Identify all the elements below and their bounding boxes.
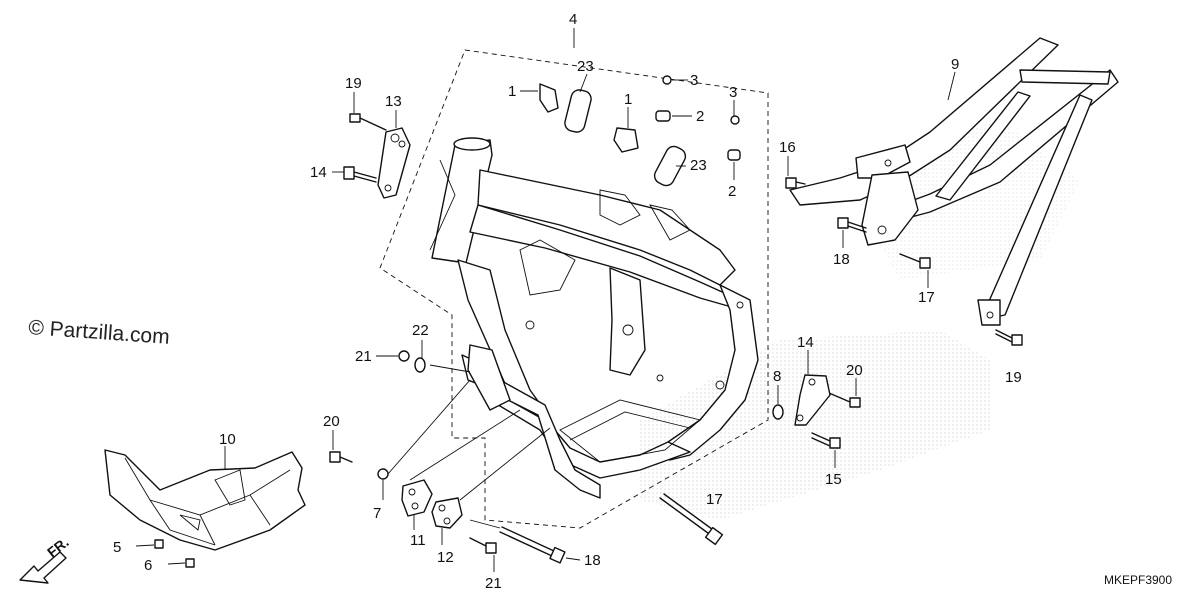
callout-17a: 20 [323,413,340,430]
bolt-part-12[interactable] [343,166,377,183]
rear-subframe[interactable] [789,37,1119,326]
callout-2b: 2 [728,183,736,200]
callout-4: 4 [569,11,577,28]
clip-part-1b[interactable] [613,127,639,153]
engine-hanger-part-11[interactable] [794,374,831,426]
callout-10: 13 [385,93,402,110]
callout-3a: 3 [690,72,698,89]
callout-6: 9 [951,56,959,73]
band-part-23b[interactable] [652,144,688,189]
nut-part-3a[interactable] [662,75,672,85]
bolt-part-17a[interactable] [329,451,353,463]
callout-18b: 19 [1005,369,1022,386]
callout-3b: 3 [729,84,737,101]
bolt-part-18a[interactable] [837,217,867,233]
cap-part-2b[interactable] [727,149,741,161]
callout-19b: 20 [846,362,863,379]
callout-20b: 6 [144,557,152,574]
frame-assembly-outline [379,49,769,529]
watermark-text: © Partzilla.com [28,316,171,349]
through-bolt-part-15[interactable] [659,493,724,546]
callout-5: 8 [773,368,781,385]
nut-part-3b[interactable] [730,115,740,125]
bolt-part-13[interactable] [811,432,841,449]
callout-15: 17 [706,491,723,508]
callout-1b: 1 [624,91,632,108]
leader-lines [135,28,956,572]
bolt-part-19a[interactable] [349,113,387,131]
callout-16: 18 [584,552,601,569]
callout-21a: 21 [355,348,372,365]
callout-20a: 5 [113,539,121,556]
nut-part-21b[interactable] [377,468,389,480]
bolt-part-14b[interactable] [899,253,931,269]
through-bolt-part-16[interactable] [499,526,566,564]
callout-11: 14 [797,334,814,351]
hanger-plate-part-9[interactable] [431,497,463,529]
washer-part-22[interactable] [414,357,426,373]
cap-part-2a[interactable] [655,110,671,122]
callout-19a: 19 [345,75,362,92]
callout-13: 15 [825,471,842,488]
skid-plate[interactable] [104,449,306,551]
callout-23a: 23 [577,58,594,75]
bolt-part-18b[interactable] [995,329,1023,346]
callout-7: 10 [219,431,236,448]
callout-23b: 23 [690,157,707,174]
diagram-code: MKEPF3900 [1104,573,1172,587]
hanger-plate-part-8[interactable] [401,479,433,517]
band-part-23a[interactable] [563,88,593,134]
callout-18a: 18 [833,251,850,268]
callout-21b: 7 [373,505,381,522]
front-label: FR. [44,534,72,560]
callout-17b: 21 [485,575,502,592]
collar-part-5[interactable] [772,404,784,420]
bolt-part-17b[interactable] [469,537,497,554]
callout-labels: 4 1 1 23 23 2 2 3 3 13 19 14 9 16 18 17 … [113,11,1022,592]
callout-14b: 17 [918,289,935,306]
front-arrow-icon [19,551,67,584]
nut-part-21a[interactable] [398,350,410,362]
screw-part-20b[interactable] [185,558,195,568]
callout-1a: 1 [508,83,516,100]
bolt-part-14a[interactable] [785,177,806,189]
clip-part-1a[interactable] [539,83,559,113]
callout-9: 12 [437,549,454,566]
screw-part-20a[interactable] [154,539,164,549]
callout-14a: 16 [779,139,796,156]
frame-body[interactable] [429,137,759,499]
callout-12: 14 [310,164,327,181]
engine-hanger-part-10[interactable] [377,127,411,199]
callout-8: 11 [410,532,426,549]
front-direction-indicator: FR. [19,534,72,584]
callout-22: 22 [412,322,429,339]
callout-2a: 2 [696,108,704,125]
